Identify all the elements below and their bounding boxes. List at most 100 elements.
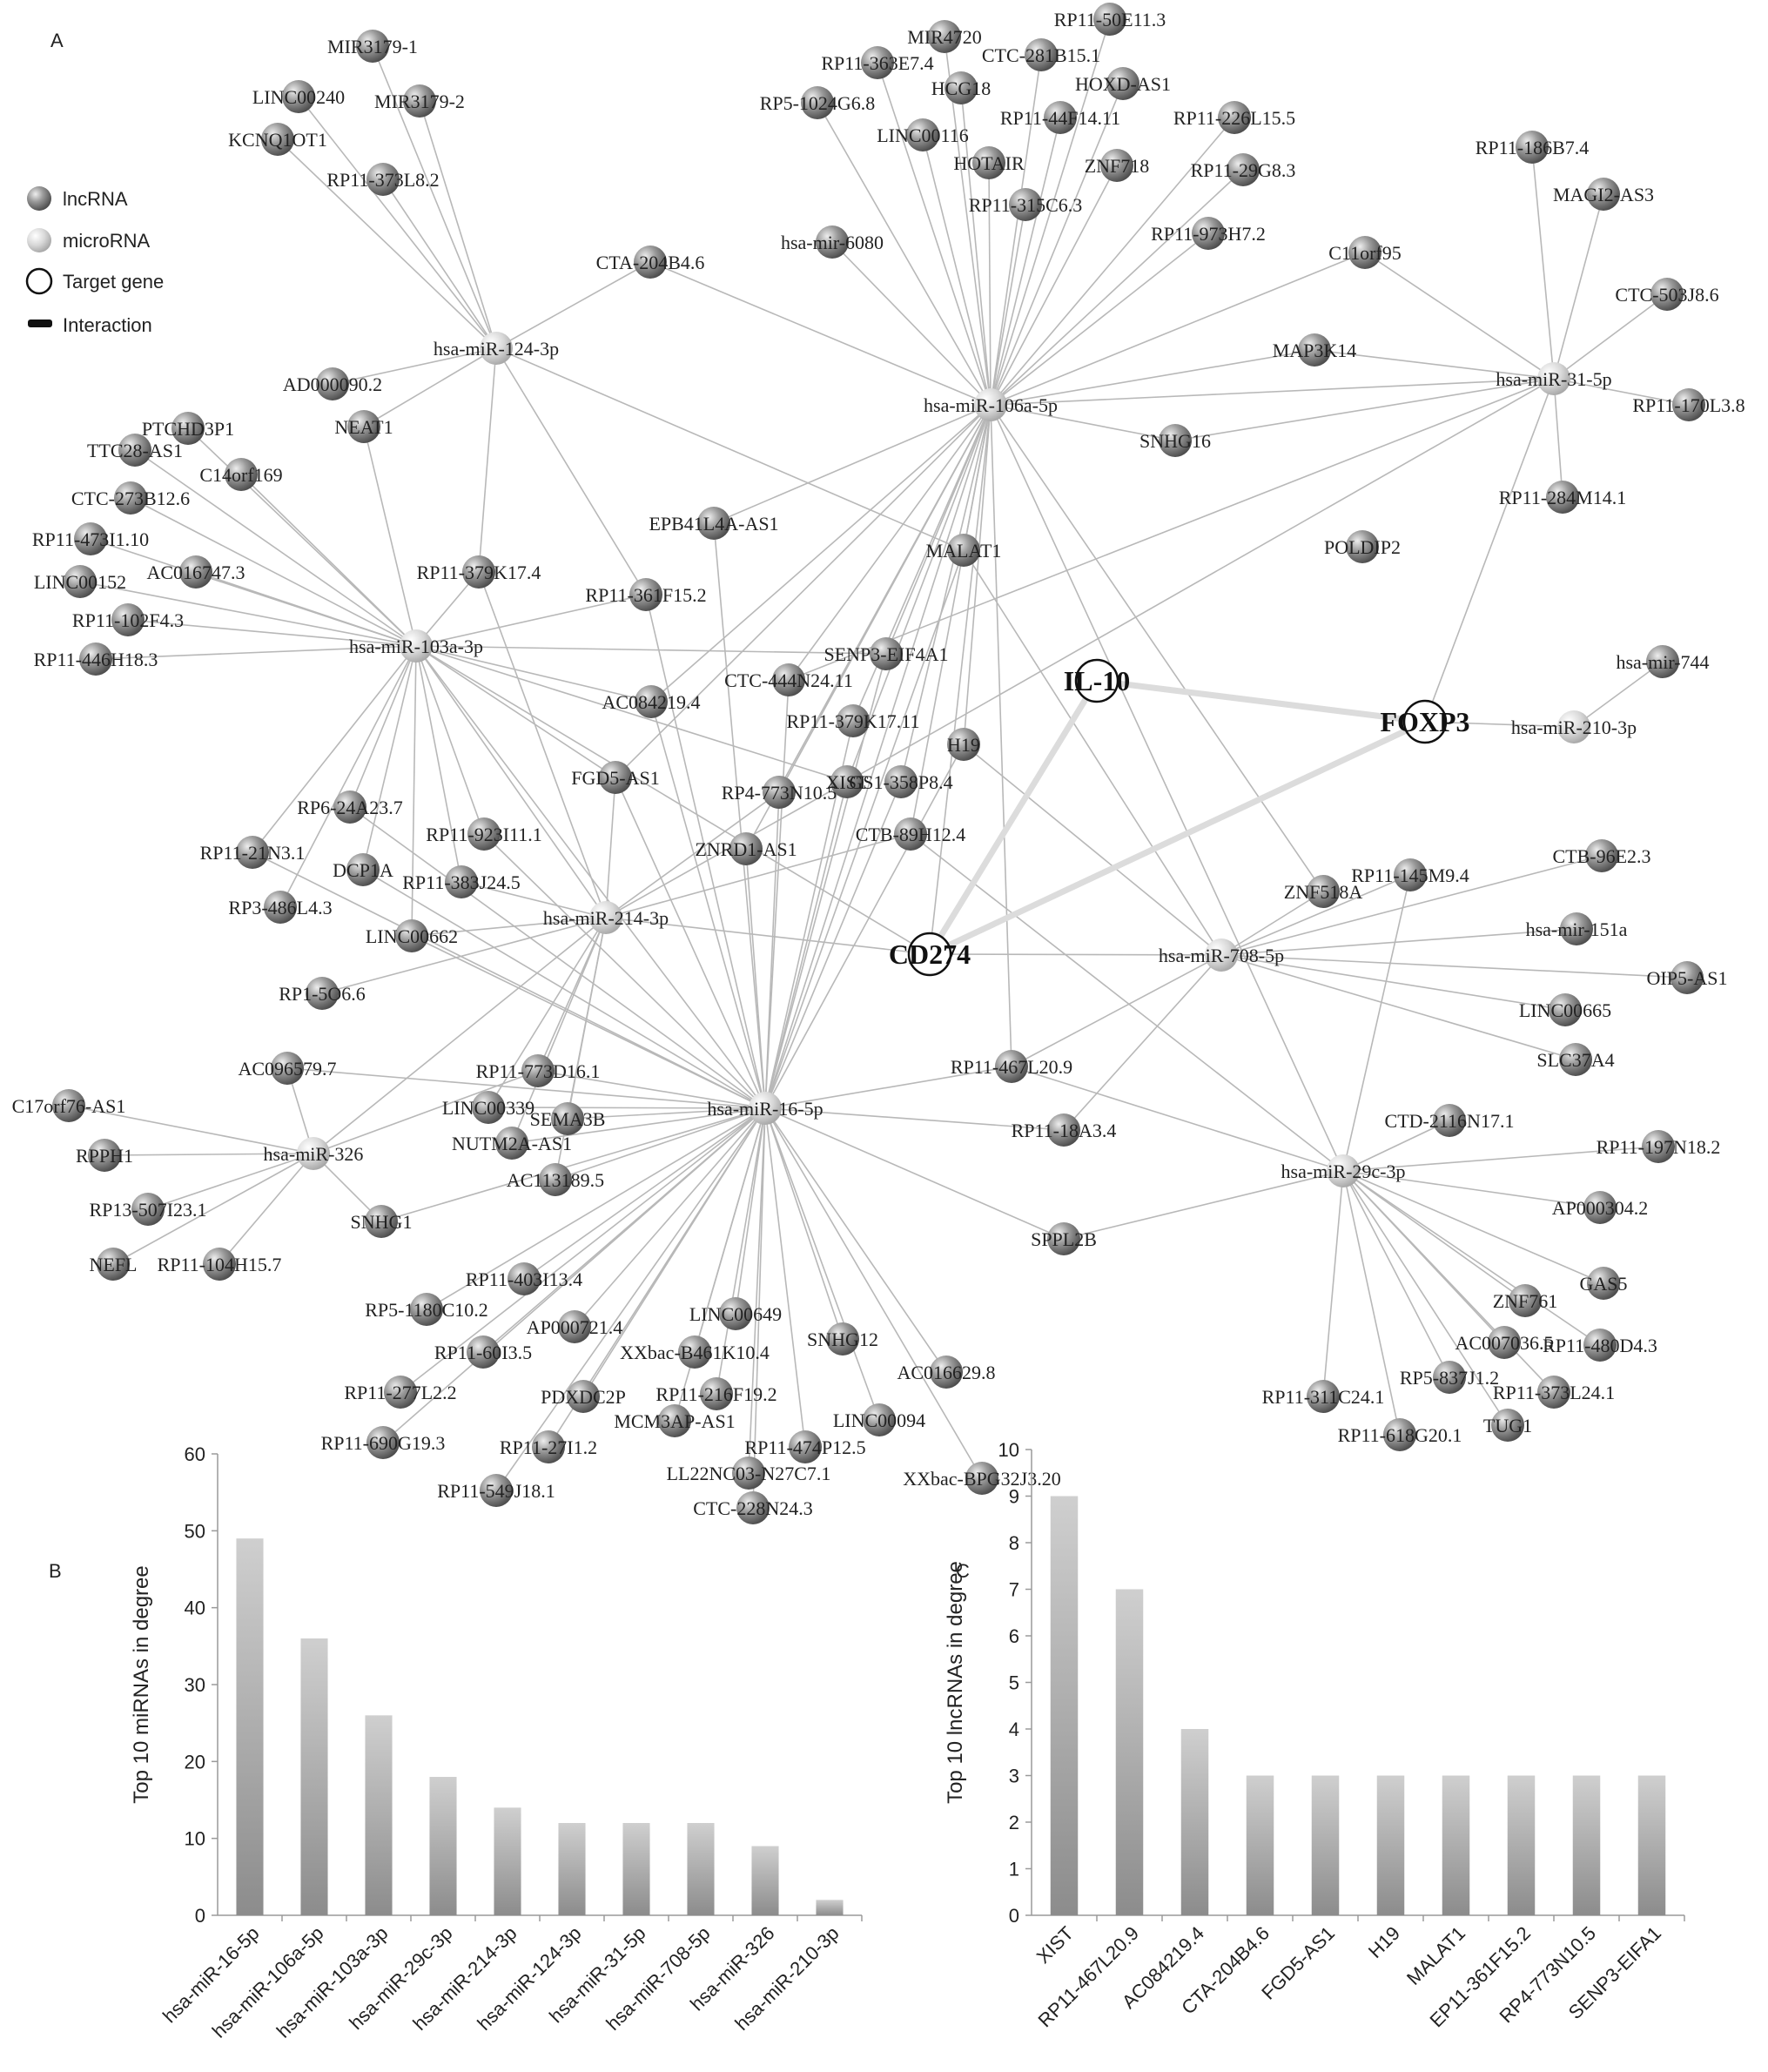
lncrna-sphere: [830, 765, 864, 798]
lncrna-node-ap000304-2: AP000304.2: [1552, 1191, 1649, 1224]
lncrna-sphere: [837, 704, 870, 737]
lncrna-node-rp11-379k17-11: RP11-379K17.11: [787, 704, 920, 737]
lncrna-label: HOXD-AS1: [1075, 73, 1171, 95]
edge-hsa-mir-16-5p-malat1: [764, 549, 965, 1109]
microrna-sphere: [1327, 1154, 1360, 1187]
lncrna-node-znf761: ZNF761: [1493, 1284, 1557, 1317]
edge-hsa-mir-103a-3p-hsa-mir-214-3p: [415, 645, 607, 918]
lncrna-label: AP000304.2: [1552, 1197, 1649, 1219]
edge-hsa-mir-16-5p-linc00094: [764, 1107, 880, 1421]
lncrna-label: RP11-50E11.3: [1054, 9, 1166, 30]
lncrna-sphere: [972, 146, 1005, 179]
target-gene-circle: [907, 932, 952, 977]
lncrna-label: H19: [947, 734, 980, 756]
bar-ep11-361f15-2: [1507, 1775, 1536, 1915]
lncrna-sphere: [1671, 961, 1704, 994]
x-tick-label: hsa-miR-103a-3p: [272, 1922, 393, 2042]
lncrna-sphere: [1646, 645, 1679, 678]
lncrna-label: PTCHD3P1: [142, 418, 234, 440]
lncrna-sphere: [131, 1193, 165, 1226]
edge-hsa-mir-31-5p-hsa-mir-106a-5p: [990, 378, 1555, 406]
lncrna-label: SNHG16: [1139, 430, 1211, 452]
edge-hsa-mir-29c-3p-tug1: [1342, 1170, 1509, 1426]
lncrna-node-rp5-1024g6-8: RP5-1024G6.8: [760, 86, 875, 119]
edge-hsa-mir-106a-5p-hoxd-as1: [990, 83, 1124, 406]
mirna-node-hsa-mir-210-3p: hsa-miR-210-3p: [1511, 710, 1637, 743]
microrna-label: hsa-miR-29c-3p: [1281, 1160, 1406, 1182]
lncrna-label: RP11-44F14.11: [1000, 107, 1120, 129]
edge-hsa-mir-16-5p-rp11-474p12-5: [764, 1107, 806, 1448]
edge-hsa-mir-29c-3p-rp11-467l20-9: [1011, 1066, 1344, 1172]
lncrna-sphere: [1307, 875, 1340, 908]
edge-hsa-mir-31-5p-ctc-444n24-11: [788, 378, 1555, 681]
lncrna-node-ac007036-5: AC007036.5: [1455, 1326, 1554, 1359]
edge-hsa-mir-708-5p-rp11-145m9-4: [1220, 874, 1411, 956]
lncrna-label: RP11-373L24.1: [1493, 1382, 1615, 1403]
edge-hsa-mir-16-5p-ap000721-4: [574, 1107, 766, 1328]
lncrna-sphere: [947, 728, 980, 761]
lncrna-node-rp11-474p12-5: RP11-474P12.5: [744, 1430, 866, 1463]
bar-h19: [1376, 1775, 1405, 1915]
edge-hsa-mir-16-5p-rp11-277l2-2: [400, 1107, 766, 1393]
edge-hsa-mir-29c-3p-hsa-mir-106a-5p: [990, 404, 1344, 1172]
lncrna-sphere: [635, 685, 668, 718]
lncrna-node-map3k14: MAP3K14: [1273, 333, 1357, 367]
lncrna-node-rp11-363e7-4: RP11-363E7.4: [821, 46, 934, 79]
lncrna-label: MAP3K14: [1273, 340, 1357, 361]
lncrna-node-oip5-as1: OIP5-AS1: [1647, 961, 1727, 994]
lncrna-node-slc37a4: SLC37A4: [1536, 1043, 1615, 1076]
edge-hsa-mir-326-nefl: [112, 1153, 314, 1265]
lncrna-node-rp11-923i11-1: RP11-923I11.1: [426, 817, 542, 851]
legend-label-interaction: Interaction: [63, 314, 152, 336]
edge-hsa-mir-708-5p-ctb-96e2-3: [1220, 855, 1603, 956]
edge-hsa-mir-103a-3p-rp11-361f15-2: [415, 594, 647, 647]
lncrna-sphere: [894, 817, 927, 851]
microrna-sphere: [749, 1092, 782, 1125]
lncrna-sphere: [539, 1163, 572, 1196]
edge-hsa-mir-29c-3p-ap000304-2: [1342, 1170, 1601, 1208]
edge-hsa-mir-29c-3p-ctb-89h12-4: [910, 833, 1344, 1172]
bar-hsa-mir-708-5p: [687, 1823, 715, 1915]
edge-hsa-mir-106a-5p-xist: [846, 404, 992, 783]
lncrna-label: CTC-444N24.11: [724, 669, 853, 691]
lncrna-sphere: [678, 1335, 711, 1369]
edge-hsa-mir-16-5p-rp11-923i11-1: [483, 833, 766, 1109]
edge-hsa-mir-106a-5p-rp11-29g8-3: [990, 169, 1244, 406]
edge-hsa-mir-106a-5p-h19: [963, 404, 992, 745]
lncrna-sphere: [114, 481, 147, 515]
lncrna-label: SEMA3B: [530, 1108, 606, 1130]
bar-fgd5-as1: [1311, 1775, 1340, 1915]
edge-hsa-mir-106a-5p-znf518a: [990, 404, 1324, 892]
edge-hsa-mir-16-5p-rp11-18a3-4: [764, 1107, 1065, 1131]
lncrna-label: ZNF518A: [1284, 881, 1363, 903]
lncrna-node-cta-204b4-6: CTA-204B4.6: [596, 246, 704, 279]
y-axis-title: Top 10 miRNAs in degree: [130, 1565, 153, 1803]
lncrna-label: ZNF718: [1085, 155, 1150, 177]
lncrna-label: RP11-473I1.10: [32, 528, 149, 550]
lncrna-label: HOTAIR: [953, 152, 1025, 174]
lncrna-sphere: [1583, 1329, 1617, 1362]
edge-hsa-mir-708-5p-oip5-as1: [1220, 954, 1688, 979]
lncrna-sphere: [1549, 993, 1582, 1026]
lncrna-node-c14orf169: C14orf169: [199, 458, 283, 491]
target-node-foxp3: FOXP3: [1380, 699, 1470, 744]
edge-hsa-mir-326-rp11-773d16-1: [313, 1070, 539, 1154]
edge-hsa-mir-29c-3p-gas5: [1342, 1170, 1604, 1284]
edge-hsa-mir-16-5p-rp11-773d16-1: [537, 1070, 766, 1109]
lncrna-node-ctc-228n24-3: CTC-228N24.3: [693, 1491, 813, 1524]
x-tick-label: H19: [1364, 1922, 1404, 1962]
lncrna-label: RP11-197N18.2: [1597, 1136, 1721, 1158]
edge-hsa-mir-31-5p-rp11-284m14-1: [1553, 378, 1563, 498]
lncrna-node-hcg18: HCG18: [931, 71, 991, 104]
bar-hsa-mir-210-3p: [816, 1900, 844, 1915]
lncrna-sphere: [508, 1262, 541, 1295]
edge-hsa-mir-16-5p-rp6-24a23-7: [349, 806, 766, 1109]
lncrna-label: CTB-96E2.3: [1552, 845, 1650, 867]
lncrna-node-hoxd-as1: HOXD-AS1: [1075, 67, 1171, 100]
lncrna-label: RP11-170L3.8: [1632, 394, 1744, 416]
legend-microrna-icon: [27, 228, 51, 252]
edge-hsa-mir-124-3p-rp11-361f15-2: [495, 347, 647, 595]
edge-hsa-mir-16-5p-rp11-549j18-1: [495, 1107, 766, 1491]
lncrna-node-rp11-311c24-1: RP11-311C24.1: [1262, 1380, 1384, 1413]
